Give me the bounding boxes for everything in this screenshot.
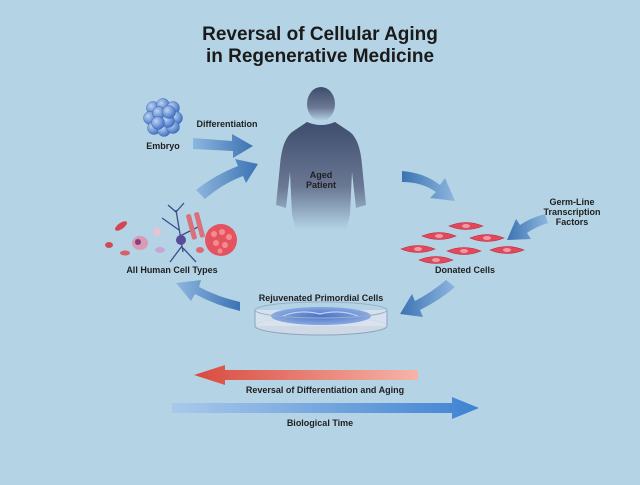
aged-patient-label-line-1: Aged [309, 170, 333, 180]
human-cell-types-illustration [105, 202, 237, 263]
donated-cell-nucleus [483, 236, 491, 240]
embryo-cell [151, 116, 165, 130]
cell-types-to-patient-arrow [196, 159, 258, 199]
donated-cell-nucleus [432, 258, 440, 262]
aged-patient-silhouette [276, 87, 366, 230]
germ-line-label-line-1: Germ-Line [549, 197, 595, 207]
germ-line-arrow [507, 214, 548, 240]
differentiation-label: Differentiation [196, 119, 258, 129]
embryo-cell [162, 105, 176, 119]
donated-cell-nucleus [503, 248, 511, 252]
embryo-label: Embryo [146, 141, 180, 151]
aged-patient-label: Aged Patient [291, 170, 351, 190]
biological-time-label: Biological Time [286, 418, 354, 428]
donated-cell-nucleus [462, 224, 470, 228]
differentiation-arrow [193, 134, 253, 158]
title-line-1: Reversal of Cellular Aging [202, 24, 438, 45]
donated-to-dish-arrow [400, 280, 455, 317]
petri-dish [254, 301, 388, 336]
rejuvenated-cells-label: Rejuvenated Primordial Cells [258, 293, 384, 303]
germ-line-label-line-2: Transcription [543, 207, 601, 217]
all-human-cell-types-label: All Human Cell Types [126, 265, 218, 275]
rejuvenated-cells-mass [271, 307, 371, 325]
donated-cell-nucleus [435, 234, 443, 238]
page-title: Reversal of Cellular Aging in Regenerati… [120, 24, 520, 68]
biological-time-arrow [172, 397, 479, 419]
reversal-arrow-label: Reversal of Differentiation and Aging [245, 385, 405, 395]
donated-cells-cluster [400, 222, 525, 264]
title-line-2: in Regenerative Medicine [205, 46, 435, 67]
germ-line-label-line-3: Factors [555, 217, 589, 227]
aged-patient-label-line-2: Patient [305, 180, 336, 190]
embryo-icon [143, 98, 183, 137]
germ-line-label: Germ-Line Transcription Factors [532, 197, 612, 227]
donated-cell-nucleus [460, 249, 468, 253]
donated-cell-nucleus [414, 247, 422, 251]
reversal-arrow [194, 365, 418, 385]
patient-to-donated-arrow [402, 171, 455, 201]
donated-cells-label: Donated Cells [434, 265, 495, 275]
dish-to-cell-types-arrow [176, 280, 240, 311]
